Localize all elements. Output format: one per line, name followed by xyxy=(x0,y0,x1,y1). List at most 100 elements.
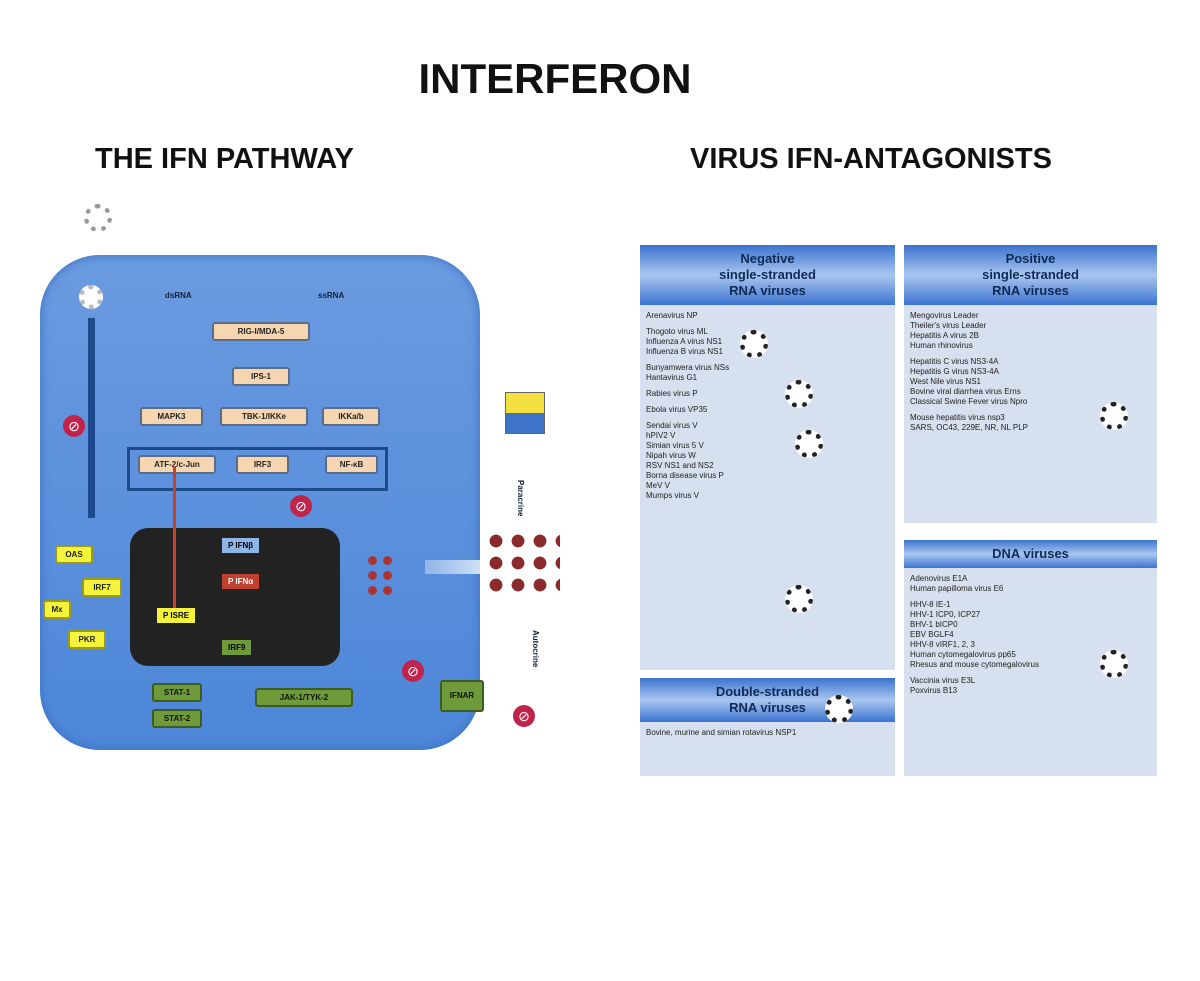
secreted-ifn xyxy=(485,530,560,600)
transcription-factor-box xyxy=(127,447,388,491)
autocrine-label: Autocrine xyxy=(531,630,540,668)
virus-icon xyxy=(1100,402,1128,430)
antagonist-item: Mouse hepatitis virus nsp3 xyxy=(910,413,1005,422)
antagonist-item: Bovine, murine and simian rotavirus NSP1 xyxy=(646,728,797,737)
antagonist-item: Ebola virus VP35 xyxy=(646,405,708,414)
antagonist-item: Classical Swine Fever virus Npro xyxy=(910,397,1028,406)
antagonist-item: Human papilloma virus E6 xyxy=(910,584,1004,593)
antagonist-item: RSV NS1 and NS2 xyxy=(646,461,714,470)
feedback-line xyxy=(88,318,95,518)
antagonist-item: Rhesus and mouse cytomegalovirus xyxy=(910,660,1039,669)
neighbor-cell-icon xyxy=(505,392,545,434)
header-line: single-stranded xyxy=(982,267,1079,282)
header-line: Double-stranded xyxy=(715,684,820,699)
inhibitor-icon: ⊘ xyxy=(290,495,312,517)
header-line: Negative xyxy=(740,251,795,266)
virus-icon xyxy=(1100,650,1128,678)
antagonist-group: Arenavirus NP xyxy=(646,311,889,321)
antagonist-item: Theiler's virus Leader xyxy=(910,321,987,330)
inhibitor-icon: ⊘ xyxy=(402,660,424,682)
main-title: INTERFERON xyxy=(418,55,692,102)
isre-promoter: P ISRE xyxy=(157,608,196,623)
antagonist-item: Influenza B virus NS1 xyxy=(646,347,723,356)
mapk-node: MAPK3 xyxy=(140,407,203,426)
antagonist-item: hPIV2 V xyxy=(646,431,676,440)
virus-icon xyxy=(84,204,112,232)
stat2-node: STAT-2 xyxy=(152,709,202,728)
header-line: RNA viruses xyxy=(729,283,806,298)
rig-node: RIG-I/MDA-5 xyxy=(212,322,310,341)
header-line: RNA viruses xyxy=(729,700,806,715)
header-line: Positive xyxy=(1005,251,1056,266)
tbk-node: TBK-1/IKKe xyxy=(220,407,308,426)
header-line: single-stranded xyxy=(719,267,816,282)
receptor-icon xyxy=(79,285,103,309)
ifnb-promoter: P IFNβ xyxy=(222,538,260,553)
ikk-node: IKKa/b xyxy=(322,407,380,426)
antagonist-group: Ebola virus VP35 xyxy=(646,405,889,415)
antagonist-item: Hepatitis G virus NS3-4A xyxy=(910,367,999,376)
antagonist-item: Bunyamwera virus NSs xyxy=(646,363,730,372)
antagonist-item: Human rhinovirus xyxy=(910,341,973,350)
virus-icon xyxy=(795,430,823,458)
irf3-node: IRF3 xyxy=(236,455,289,474)
virus-icon xyxy=(785,380,813,408)
dna-header: DNA viruses xyxy=(904,540,1157,568)
antagonist-item: Mengovirus Leader xyxy=(910,311,979,320)
antagonists-title: VIRUS IFN-ANTAGONISTS xyxy=(690,143,1052,175)
antagonist-item: HHV-8 vIRF1, 2, 3 xyxy=(910,640,975,649)
oas-node: OAS xyxy=(55,545,93,564)
antagonist-item: HHV-1 ICP0, ICP27 xyxy=(910,610,981,619)
jak-node: JAK-1/TYK-2 xyxy=(255,688,353,707)
irf7-node: IRF7 xyxy=(82,578,122,597)
antagonist-item: Borna disease virus P xyxy=(646,471,724,480)
antagonist-item: Sendai virus V xyxy=(646,421,698,430)
antagonist-item: Poxvirus B13 xyxy=(910,686,958,695)
ifn-molecules xyxy=(365,553,395,598)
virus-icon xyxy=(740,330,768,358)
secretion-arrow xyxy=(425,560,480,574)
antagonist-item: Hantavirus G1 xyxy=(646,373,698,382)
antagonist-item: Human cytomegalovirus pp65 xyxy=(910,650,1016,659)
mx-node: Mx xyxy=(43,600,71,619)
antagonist-item: HHV-8 IE-1 xyxy=(910,600,951,609)
antagonist-item: Bovine viral diarrhea virus Erns xyxy=(910,387,1021,396)
header-line: DNA viruses xyxy=(992,546,1069,561)
ips-node: IPS-1 xyxy=(232,367,290,386)
header-line: RNA viruses xyxy=(992,283,1069,298)
antagonist-item: Mumps virus V xyxy=(646,491,699,500)
stat1-node: STAT-1 xyxy=(152,683,202,702)
antagonist-item: Arenavirus NP xyxy=(646,311,698,320)
antagonist-item: EBV BGLF4 xyxy=(910,630,954,639)
ifnar-receptor: IFNAR xyxy=(440,680,484,712)
ssrna-label: ssRNA xyxy=(318,291,345,300)
antagonist-item: Influenza A virus NS1 xyxy=(646,337,723,346)
antagonist-item: Rabies virus P xyxy=(646,389,698,398)
antagonist-item: BHV-1 bICP0 xyxy=(910,620,958,629)
inhibitor-icon: ⊘ xyxy=(63,415,85,437)
pkr-node: PKR xyxy=(68,630,106,649)
pathway-title: THE IFN PATHWAY xyxy=(95,143,354,175)
atf-node: ATF-2/c-Jun xyxy=(138,455,216,474)
antagonist-item: SARS, OC43, 229E, NR, NL PLP xyxy=(910,423,1028,432)
ifna-promoter: P IFNα xyxy=(222,574,260,589)
antagonist-item: MeV V xyxy=(646,481,671,490)
virus-icon xyxy=(785,585,813,613)
irf9-node: IRF9 xyxy=(222,640,252,655)
antagonist-item: West Nile virus NS1 xyxy=(910,377,981,386)
antagonist-item: Hepatitis C virus NS3-4A xyxy=(910,357,999,366)
